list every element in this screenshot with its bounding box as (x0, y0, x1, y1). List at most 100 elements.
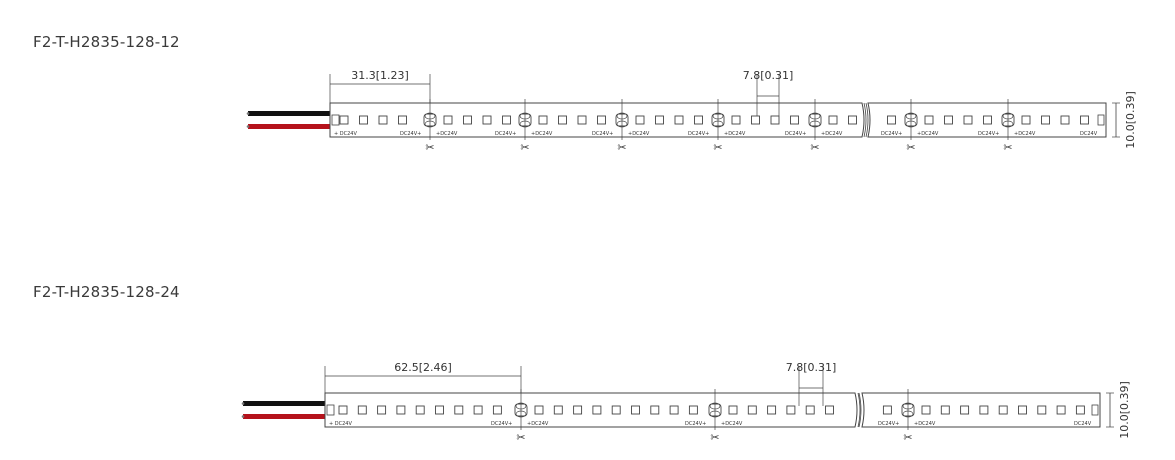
scissors-icon: ✂ (710, 431, 719, 444)
strip-body-segment (329, 102, 865, 138)
cut-oval (519, 112, 531, 120)
cut-oval (712, 112, 724, 120)
led-chip (492, 405, 502, 415)
scissors-icon: ✂ (520, 141, 529, 154)
led-chip (359, 115, 368, 125)
wire-tip (246, 125, 250, 128)
led-chip (443, 115, 453, 125)
led-chip (921, 405, 931, 415)
solder-pad (326, 404, 335, 416)
pad-label: DC24V+ (688, 131, 709, 137)
cut-oval (809, 112, 821, 120)
led-chip (848, 115, 857, 125)
led-chip (688, 405, 698, 415)
led-chip (573, 405, 583, 415)
led-chip (396, 405, 406, 415)
cut-oval (709, 410, 721, 418)
cut-oval (515, 402, 527, 410)
pad-label: +DC24V (821, 131, 843, 137)
led-chip (454, 405, 464, 415)
pad-label: DC24V+ (491, 421, 512, 427)
led-chip (1056, 405, 1066, 415)
pad-label: +DC24V (724, 131, 746, 137)
strip-body-segment (861, 392, 1101, 428)
led-chip (473, 405, 483, 415)
led-chip (650, 405, 660, 415)
led-chip (553, 405, 563, 415)
strip-body-segment (867, 102, 1107, 138)
pad-label: DC24V+ (685, 421, 706, 427)
pad-label: +DC24V (1014, 131, 1036, 137)
cut-oval (1002, 112, 1014, 120)
break-mark (865, 102, 869, 138)
led-chip (339, 115, 349, 125)
led-chip (435, 405, 444, 415)
led-chip (669, 405, 679, 415)
pad-label: DC24V (1074, 421, 1092, 427)
cut-oval (712, 120, 724, 128)
led-chip (728, 405, 738, 415)
pad-label: +DC24V (436, 131, 458, 137)
pad-label: DC24V+ (400, 131, 421, 137)
strip-body-segment (324, 392, 858, 428)
led-chip (534, 405, 544, 415)
cut-oval (905, 120, 917, 128)
dim-cut-length-label: 31.3[1.23] (351, 69, 409, 82)
cut-oval (1002, 120, 1014, 128)
pad-label: DC24V+ (878, 421, 899, 427)
pad-label: +DC24V (527, 421, 549, 427)
led-chip (786, 405, 796, 415)
led-chip (694, 115, 703, 125)
pad-label: + DC24V (329, 421, 352, 427)
scissors-icon: ✂ (617, 141, 626, 154)
pad-label: DC24V+ (785, 131, 806, 137)
strip-12v-model-title: F2-T-H2835-128-12 (33, 33, 180, 51)
dim-width-label: 10.0[0.39] (1118, 381, 1131, 439)
led-chip (378, 115, 388, 125)
led-chip (502, 115, 511, 125)
cut-oval (902, 410, 914, 418)
led-chip (482, 115, 492, 125)
led-chip (1037, 405, 1047, 415)
led-chip (940, 405, 950, 415)
led-chip (960, 405, 970, 415)
led-chip (882, 405, 892, 415)
led-chip (577, 115, 587, 125)
led-chip (611, 405, 621, 415)
led-chip (597, 115, 606, 125)
cut-oval (616, 112, 628, 120)
led-chip (463, 115, 472, 125)
led-chip (1041, 115, 1050, 125)
led-chip (1080, 115, 1089, 125)
solder-pad (331, 114, 340, 126)
break-mark (858, 392, 862, 428)
led-chip (944, 115, 953, 125)
cut-oval (809, 120, 821, 128)
cut-oval (519, 120, 531, 128)
led-chip (828, 115, 838, 125)
cut-oval (515, 410, 527, 418)
led-chip (770, 115, 780, 125)
pad-label: +DC24V (914, 421, 936, 427)
scissors-icon: ✂ (713, 141, 722, 154)
pad-label: +DC24V (917, 131, 939, 137)
led-chip (1075, 405, 1085, 415)
led-chip (731, 115, 741, 125)
led-chip (998, 405, 1008, 415)
led-chip (1021, 115, 1031, 125)
led-chip (558, 115, 567, 125)
led-chip (747, 405, 757, 415)
pad-label: DC24V (1080, 131, 1098, 137)
wire-tip (246, 112, 250, 115)
pad-label: DC24V+ (592, 131, 613, 137)
cut-oval (709, 402, 721, 410)
cut-oval (424, 120, 436, 128)
wire-tip (241, 415, 245, 418)
pad-label: DC24V+ (881, 131, 902, 137)
scissors-icon: ✂ (810, 141, 819, 154)
led-chip (790, 115, 799, 125)
pad-label: DC24V+ (495, 131, 516, 137)
pad-label: +DC24V (628, 131, 650, 137)
